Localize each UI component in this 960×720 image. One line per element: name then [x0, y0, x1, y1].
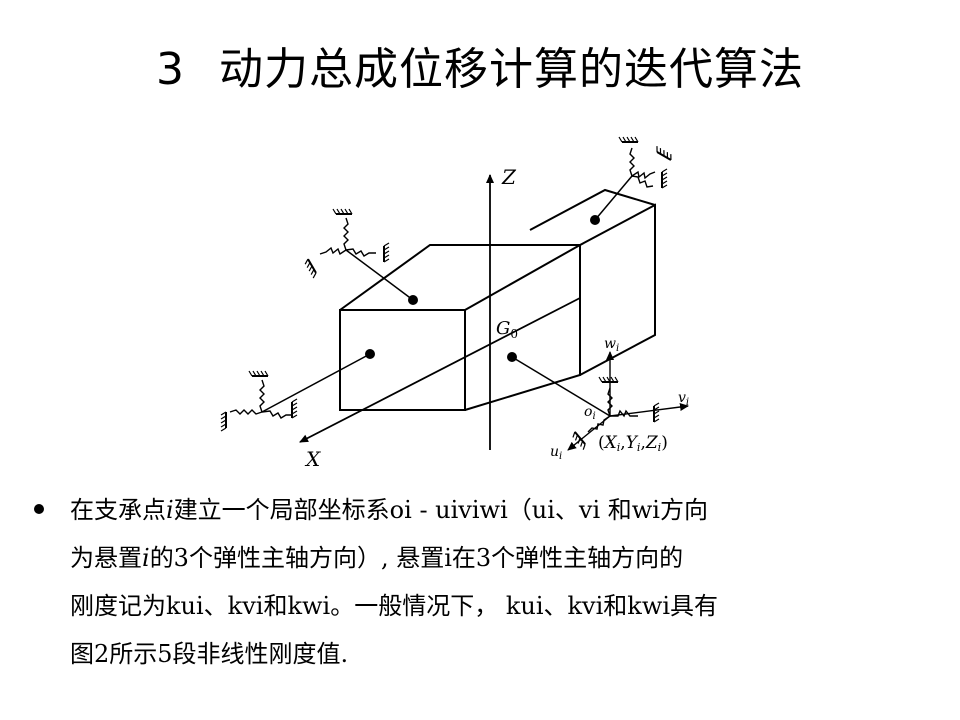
x-axis — [299, 297, 581, 443]
title-text: 动力总成位移计算的迭代算法 — [219, 44, 804, 95]
diagram-svg: Z X G0 — [220, 136, 689, 471]
bullet-line-2: 为悬置i的3个弹性主轴方向）, 悬置i在3个弹性主轴方向的 — [70, 544, 684, 572]
u-axis — [567, 415, 611, 451]
bullet-text: 在支承点i建立一个局部坐标系oi - uiviwi（ui、vi 和wi方向 为悬… — [70, 486, 900, 678]
coordinates-label: (Xi,Yi,Zi) — [598, 433, 668, 454]
bullet-line-3: 刚度记为kui、kvi和kwi。一般情况下， kui、kvi和kwi具有 — [70, 592, 719, 620]
front-box — [339, 244, 584, 411]
mount-connectors — [261, 175, 633, 417]
z-axis-label: Z — [501, 165, 517, 189]
spring-set-top — [302, 208, 390, 280]
rear-box — [529, 188, 656, 376]
bullet-line-1: 在支承点i建立一个局部坐标系oi - uiviwi（ui、vi 和wi方向 — [70, 496, 708, 524]
powertrain-mount-diagram: Z X G0 — [200, 120, 720, 480]
bullet-line-4: 图2所示5段非线性刚度值. — [70, 640, 349, 668]
spring-set-rear — [618, 136, 675, 189]
slide-title: 3 动力总成位移计算的迭代算法 — [0, 40, 960, 100]
w-label: wi — [604, 336, 619, 354]
center-label: G0 — [496, 318, 518, 341]
o-label: oi — [584, 404, 596, 422]
bullet-dot — [34, 504, 44, 514]
section-number: 3 — [156, 44, 185, 95]
v-label: vi — [678, 390, 689, 408]
v-axis — [609, 403, 689, 417]
spring-set-front — [220, 370, 298, 432]
u-label: ui — [550, 444, 562, 462]
x-axis-label: X — [304, 447, 321, 471]
